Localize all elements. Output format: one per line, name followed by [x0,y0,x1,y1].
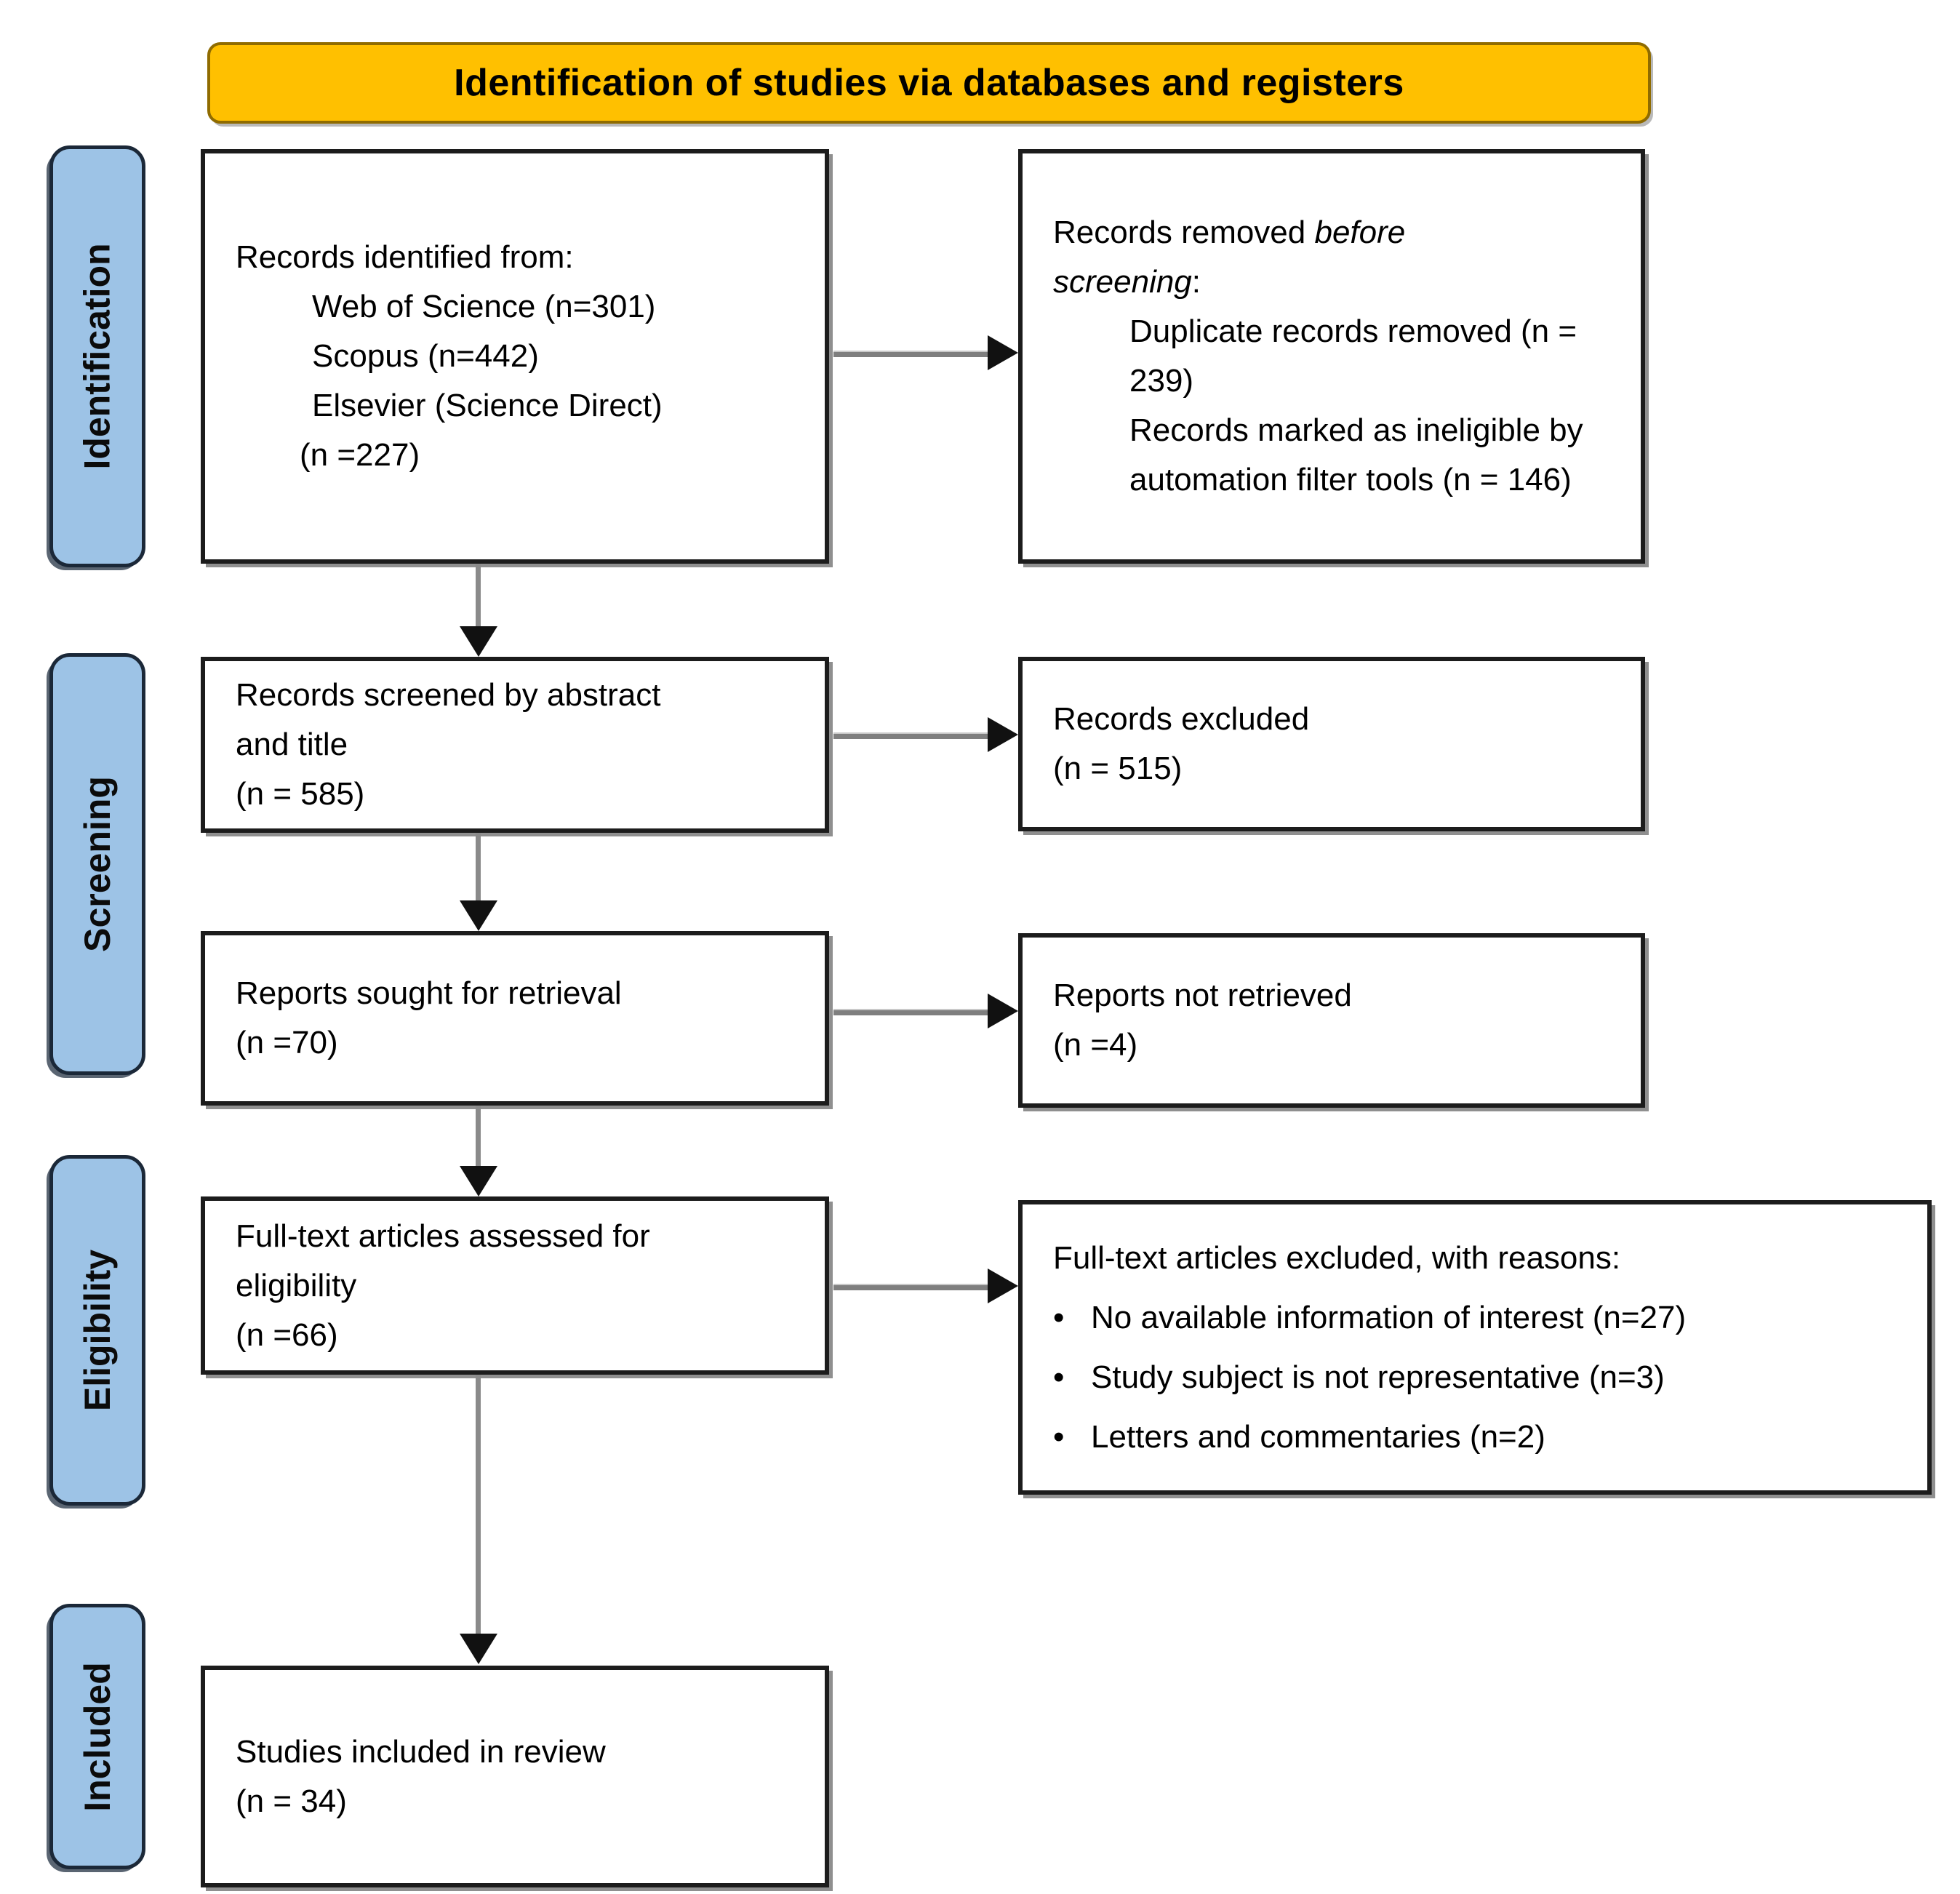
records-excluded-count: (n = 515) [1053,751,1183,786]
stage-label-screening-text: Screening [77,776,118,952]
records-screened-count: (n = 585) [236,776,365,812]
reports-sought-count: (n =70) [236,1025,338,1060]
fulltext-excluded-item: • Letters and commentaries (n=2) [1053,1412,1910,1462]
box-fulltext-assessed: Full-text articles assessed for eligibil… [201,1196,829,1375]
arrowhead-right-icon [988,717,1018,752]
records-removed-italic-screening: screening [1053,264,1192,300]
banner-title: Identification of studies via databases … [454,62,1404,104]
fulltext-excluded-item-text: No available information of interest (n=… [1091,1299,1687,1335]
arrowhead-down-icon [460,900,497,931]
arrow-line [833,1284,996,1290]
stage-label-included-text: Included [77,1661,119,1812]
arrowhead-down-icon [460,1634,497,1664]
arrow-sought-to-assessed [460,1106,497,1196]
reports-not-retrieved-line1: Reports not retrieved [1053,978,1352,1013]
stage-label-included: Included [49,1604,145,1869]
box-reports-sought: Reports sought for retrieval (n =70) [201,931,829,1106]
arrow-assessed-to-included [460,1375,497,1664]
bullet-icon: • [1053,1418,1065,1455]
records-removed-heading-line1: Records removed before [1053,208,1623,257]
records-removed-colon: : [1191,264,1201,300]
fulltext-assessed-line1: Full-text articles assessed for [236,1218,650,1254]
records-removed-heading-line2: screening: [1053,257,1623,307]
records-screened-line1: Records screened by abstract [236,677,661,713]
box-reports-not-retrieved: Reports not retrieved (n =4) [1018,933,1645,1108]
stage-label-identification: Identification [49,145,145,567]
stage-label-identification-text: Identification [77,243,119,470]
records-identified-intro: Records identified from: [236,239,574,275]
arrowhead-down-icon [460,1166,497,1196]
reports-sought-line1: Reports sought for retrieval [236,975,622,1011]
reports-not-retrieved-count: (n =4) [1053,1027,1138,1063]
box-records-removed: Records removed before screening: Duplic… [1018,149,1645,564]
studies-included-count: (n = 34) [236,1783,347,1819]
records-identified-source: Web of Science (n=301) [312,289,656,324]
arrow-screened-to-sought [460,833,497,931]
banner: Identification of studies via databases … [207,42,1651,124]
stage-label-eligibility: Eligibility [49,1155,145,1506]
records-excluded-line1: Records excluded [1053,701,1310,737]
records-screened-line2: and title [236,727,348,762]
records-removed-item: Records marked as ineligible by automati… [1129,412,1583,498]
arrow-line [833,732,996,739]
box-records-screened: Records screened by abstract and title (… [201,657,829,833]
arrow-line [476,564,481,636]
box-studies-included: Studies included in review (n = 34) [201,1666,829,1887]
arrowhead-right-icon [988,994,1018,1028]
arrow-line [476,1106,481,1176]
arrow-assessed-to-excluded-reasons [833,1268,1018,1303]
fulltext-excluded-item: • No available information of interest (… [1053,1293,1910,1343]
records-removed-item: Duplicate records removed (n = 239) [1129,313,1577,399]
stage-label-screening: Screening [49,653,145,1075]
box-fulltext-excluded: Full-text articles excluded, with reason… [1018,1200,1932,1495]
box-records-identified: Records identified from: Web of Science … [201,149,829,564]
bullet-icon: • [1053,1299,1065,1335]
records-identified-count: (n =227) [300,437,420,473]
arrowhead-right-icon [988,335,1018,370]
bullet-icon: • [1053,1359,1065,1395]
arrow-line [476,1375,481,1644]
arrowhead-down-icon [460,626,497,657]
arrowhead-right-icon [988,1268,1018,1303]
fulltext-assessed-line2: eligibility [236,1267,357,1303]
fulltext-excluded-item-text: Letters and commentaries (n=2) [1091,1418,1545,1455]
arrow-identified-to-removed [833,335,1018,370]
arrow-line [833,351,996,357]
stage-label-eligibility-text: Eligibility [77,1249,118,1412]
records-identified-source: Scopus (n=442) [312,338,539,374]
arrow-screened-to-excluded [833,717,1018,752]
fulltext-excluded-item-text: Study subject is not representative (n=3… [1091,1359,1665,1395]
arrow-identified-to-screened [460,564,497,657]
box-records-excluded: Records excluded (n = 515) [1018,657,1645,831]
fulltext-excluded-heading: Full-text articles excluded, with reason… [1053,1239,1621,1276]
arrow-line [833,1009,996,1015]
arrow-sought-to-not-retrieved [833,994,1018,1028]
fulltext-excluded-item: • Study subject is not representative (n… [1053,1353,1910,1402]
studies-included-line1: Studies included in review [236,1733,606,1770]
arrow-line [476,833,481,911]
records-removed-italic-before: before [1314,215,1406,250]
fulltext-assessed-count: (n =66) [236,1316,338,1353]
records-removed-prefix: Records removed [1053,215,1315,250]
records-identified-source: Elsevier (Science Direct) [312,388,663,423]
